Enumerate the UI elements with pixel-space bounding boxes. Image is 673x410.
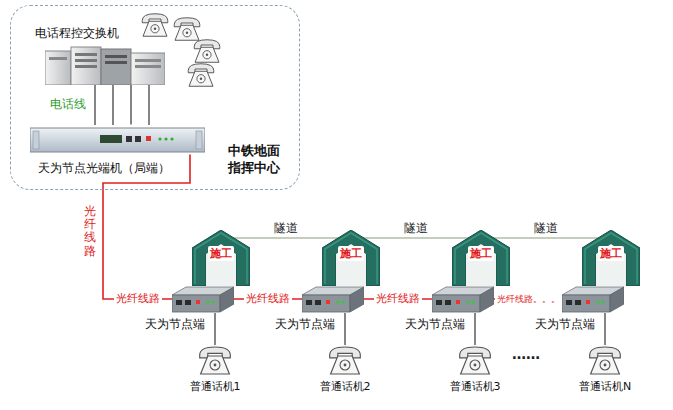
phone-line: [214, 313, 215, 345]
fiber-label: 光纤线路: [84, 205, 96, 258]
phone-icon: [188, 64, 214, 87]
phone-wire: [94, 85, 95, 125]
tunnel-label: 隧道: [274, 221, 298, 235]
phone-icon: [174, 18, 200, 41]
line-label: 光纤线路。。。: [495, 294, 562, 305]
phone-icon: [142, 14, 168, 37]
device-label: 天为节点端: [405, 317, 465, 331]
line-label: 光纤线路: [244, 292, 292, 305]
phone-line: [130, 85, 131, 125]
phone-icon: [330, 347, 361, 374]
node-device-figure: [432, 285, 494, 313]
phone-icon: [460, 347, 491, 374]
node-device-icon: [172, 287, 234, 312]
phone: 普通话机N: [587, 345, 623, 376]
device-label: 天为节点端: [275, 317, 335, 331]
exchange: 电话程控交换机: [45, 45, 165, 85]
tunnel-line: [221, 237, 611, 238]
phone-figure: [587, 345, 623, 376]
phone-icon: [194, 40, 220, 63]
work-sign: 施工: [208, 246, 234, 261]
node-device-icon: [432, 287, 494, 312]
tunnel-icon: [322, 230, 380, 286]
tunnel: 施工: [582, 230, 640, 286]
phone: 普通话机3: [457, 345, 493, 376]
line-label: 电话线: [48, 97, 88, 111]
phone-figure: [457, 345, 493, 376]
phone-wire: [148, 85, 149, 125]
tunnel-icon: [192, 230, 250, 286]
work-sign: 施工: [468, 246, 494, 261]
region-title: 中铁地面 指挥中心: [228, 142, 285, 177]
phone-icon: [590, 347, 621, 374]
node-device: 天为节点端: [562, 285, 624, 313]
node-device-figure: [562, 285, 624, 313]
tunnel-label: 隧道: [534, 221, 558, 235]
phone-figure: [327, 345, 363, 376]
phone-label: 普通话机1: [190, 380, 241, 393]
tunnel-icon: [582, 230, 640, 286]
device-label: 天为节点端: [145, 317, 205, 331]
phone-icon: [200, 347, 231, 374]
phone-wire: [112, 85, 113, 125]
tunnel-icon: [452, 230, 510, 286]
node-device-icon: [562, 287, 624, 312]
tunnel: 施工: [322, 230, 380, 286]
optical-terminal: 天为节点光端机（局端）: [30, 125, 205, 155]
phone-figure: [197, 345, 233, 376]
node-device-figure: [172, 285, 234, 313]
optical-terminal-icon: [30, 128, 205, 152]
phone-line: [604, 313, 605, 345]
work-sign: 施工: [598, 246, 624, 261]
phone-line: [474, 313, 475, 345]
exchange-figure: [45, 45, 165, 85]
optical-terminal-figure: [30, 125, 205, 155]
node-device-figure: [302, 285, 364, 313]
node-device-icon: [302, 287, 364, 312]
node-device: 天为节点端: [172, 285, 234, 313]
tunnel: 施工: [192, 230, 250, 286]
exchange-icon: [45, 47, 165, 85]
phone-line: [344, 313, 345, 345]
device-label: 天为节点端: [535, 317, 595, 331]
line-label: 光纤线路: [114, 292, 162, 305]
phone: 普通话机2: [327, 345, 363, 376]
line-label: 光纤线路: [374, 292, 422, 305]
work-sign: 施工: [338, 246, 364, 261]
ellipsis: ……: [512, 346, 540, 363]
tunnel-label: 隧道: [404, 221, 428, 235]
fiber-line: [103, 155, 190, 300]
tunnel: 施工: [452, 230, 510, 286]
phone-label: 普通话机N: [579, 380, 631, 393]
device-label: 天为节点光端机（局端）: [38, 161, 170, 175]
phone-label: 普通话机3: [450, 380, 501, 393]
node-device: 天为节点端: [302, 285, 364, 313]
phone: 普通话机1: [197, 345, 233, 376]
device-label: 电话程控交换机: [35, 26, 119, 40]
phone-label: 普通话机2: [320, 380, 371, 393]
node-device: 天为节点端: [432, 285, 494, 313]
